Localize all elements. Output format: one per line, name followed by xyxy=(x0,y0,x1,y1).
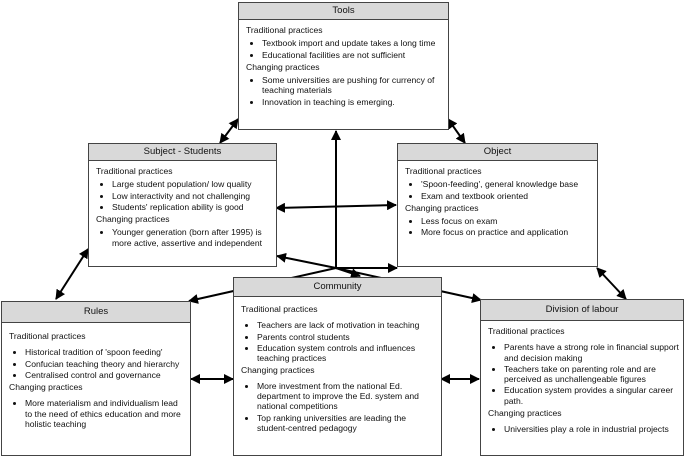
list-item: Parents control students xyxy=(257,332,437,342)
list-item: Teachers are lack of motivation in teach… xyxy=(257,320,437,330)
arrow-to-subject xyxy=(276,252,337,269)
changing-list: Less focus on exam More focus on practic… xyxy=(405,216,593,238)
traditional-list: Large student population/ low quality Lo… xyxy=(96,179,272,212)
changing-list: Some universities are pushing for curren… xyxy=(246,75,444,107)
arrow-tools-subject xyxy=(219,118,239,144)
tools-box: Tools Traditional practices Textbook imp… xyxy=(238,2,449,130)
list-item: Historical tradition of 'spoon feeding' xyxy=(25,347,186,357)
list-item: Some universities are pushing for curren… xyxy=(262,75,444,96)
list-item: Education system provides a singular car… xyxy=(504,385,679,406)
traditional-label: Traditional practices xyxy=(96,166,173,176)
list-item: More materialism and individualism lead … xyxy=(25,398,186,429)
traditional-label: Traditional practices xyxy=(9,331,86,341)
box-title: Tools xyxy=(239,3,448,20)
object-box: Object Traditional practices 'Spoon-feed… xyxy=(397,143,598,267)
box-title: Object xyxy=(398,144,597,161)
changing-label: Changing practices xyxy=(96,214,170,225)
list-item: More investment from the national Ed. de… xyxy=(257,381,437,412)
list-item: Universities play a role in industrial p… xyxy=(504,424,679,434)
changing-list: Younger generation (born after 1995) is … xyxy=(96,227,272,248)
changing-label: Changing practices xyxy=(9,382,83,393)
list-item: Innovation in teaching is emerging. xyxy=(262,97,444,107)
traditional-list: Textbook import and update takes a long … xyxy=(246,38,444,60)
list-item: Parents have a strong role in financial … xyxy=(504,342,679,363)
division-of-labour-box: Division of labour Traditional practices… xyxy=(480,299,684,456)
traditional-list: Teachers are lack of motivation in teach… xyxy=(241,320,437,363)
traditional-list: Parents have a strong role in financial … xyxy=(488,342,679,406)
arrow-object-division xyxy=(596,267,627,300)
changing-list: More materialism and individualism lead … xyxy=(9,398,186,429)
list-item: Large student population/ low quality xyxy=(112,179,272,189)
list-item: Educational facilities are not sufficien… xyxy=(262,50,444,60)
community-box: Community Traditional practices Teachers… xyxy=(233,277,442,456)
box-title: Rules xyxy=(2,302,190,323)
list-item: Top ranking universities are leading the… xyxy=(257,413,437,434)
traditional-label: Traditional practices xyxy=(246,25,323,35)
subject-students-box: Subject - Students Traditional practices… xyxy=(88,143,277,267)
list-item: Textbook import and update takes a long … xyxy=(262,38,444,48)
list-item: Low interactivity and not challenging xyxy=(112,191,272,201)
rules-box: Rules Traditional practices Historical t… xyxy=(1,301,191,456)
changing-list: More investment from the national Ed. de… xyxy=(241,381,437,433)
changing-label: Changing practices xyxy=(405,202,479,213)
list-item: Exam and textbook oriented xyxy=(421,191,593,201)
changing-label: Changing practices xyxy=(241,365,315,376)
arrow-tools-object xyxy=(447,118,466,144)
list-item: Centralised control and governance xyxy=(25,370,186,380)
list-item: Students' replication ability is good xyxy=(112,202,272,212)
changing-list: Universities play a role in industrial p… xyxy=(488,424,679,434)
list-item: Less focus on exam xyxy=(421,216,593,226)
box-title: Community xyxy=(234,278,441,297)
traditional-label: Traditional practices xyxy=(405,166,482,176)
changing-label: Changing practices xyxy=(488,408,562,419)
list-item: Confucian teaching theory and hierarchy xyxy=(25,359,186,369)
traditional-list: Historical tradition of 'spoon feeding' … xyxy=(9,347,186,380)
traditional-list: 'Spoon-feeding', general knowledge base … xyxy=(405,179,593,201)
list-item: Education system controls and influences… xyxy=(257,343,437,364)
traditional-label: Traditional practices xyxy=(241,304,318,314)
list-item: 'Spoon-feeding', general knowledge base xyxy=(421,179,593,189)
list-item: Teachers take on parenting role and are … xyxy=(504,364,679,385)
list-item: Younger generation (born after 1995) is … xyxy=(112,227,272,248)
list-item: More focus on practice and application xyxy=(421,227,593,237)
box-title: Division of labour xyxy=(481,300,683,321)
arrow-subject-rules xyxy=(55,248,89,300)
traditional-label: Traditional practices xyxy=(488,326,565,336)
box-title: Subject - Students xyxy=(89,144,276,161)
changing-label: Changing practices xyxy=(246,61,320,72)
